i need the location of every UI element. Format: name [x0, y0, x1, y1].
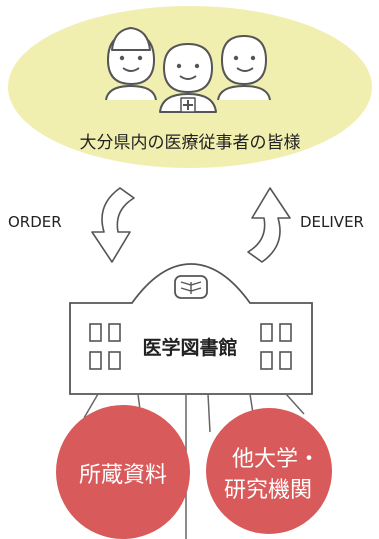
holdings-label: 所蔵資料	[79, 463, 167, 488]
other-institutions-node: 他大学・ 研究機関	[206, 408, 332, 534]
doctor-icon	[159, 43, 217, 113]
windows-left	[89, 323, 121, 370]
building-outline	[69, 263, 313, 395]
other-institutions-line1: 他大学・	[232, 447, 320, 472]
holdings-circle	[56, 405, 190, 539]
order-label: ORDER	[8, 213, 62, 231]
deliver-label: DELIVER	[300, 213, 364, 231]
library-name: 医学図書館	[142, 336, 237, 359]
deliver-flow: DELIVER	[247, 187, 364, 263]
windows-right	[260, 323, 292, 370]
library-building	[69, 263, 313, 395]
deliver-arrow	[247, 187, 291, 263]
users-label: 大分県内の医療従事者の皆様	[80, 133, 301, 153]
nurse-icon	[105, 27, 157, 101]
staff-icon	[217, 35, 271, 101]
holdings-node: 所蔵資料	[56, 405, 190, 539]
other-institutions-circle	[206, 408, 332, 534]
order-arrow	[91, 187, 135, 263]
users-group: 大分県内の医療従事者の皆様	[8, 6, 372, 168]
people-illustration	[105, 27, 271, 113]
other-institutions-line2: 研究機関	[224, 478, 312, 503]
order-flow: ORDER	[8, 187, 135, 263]
